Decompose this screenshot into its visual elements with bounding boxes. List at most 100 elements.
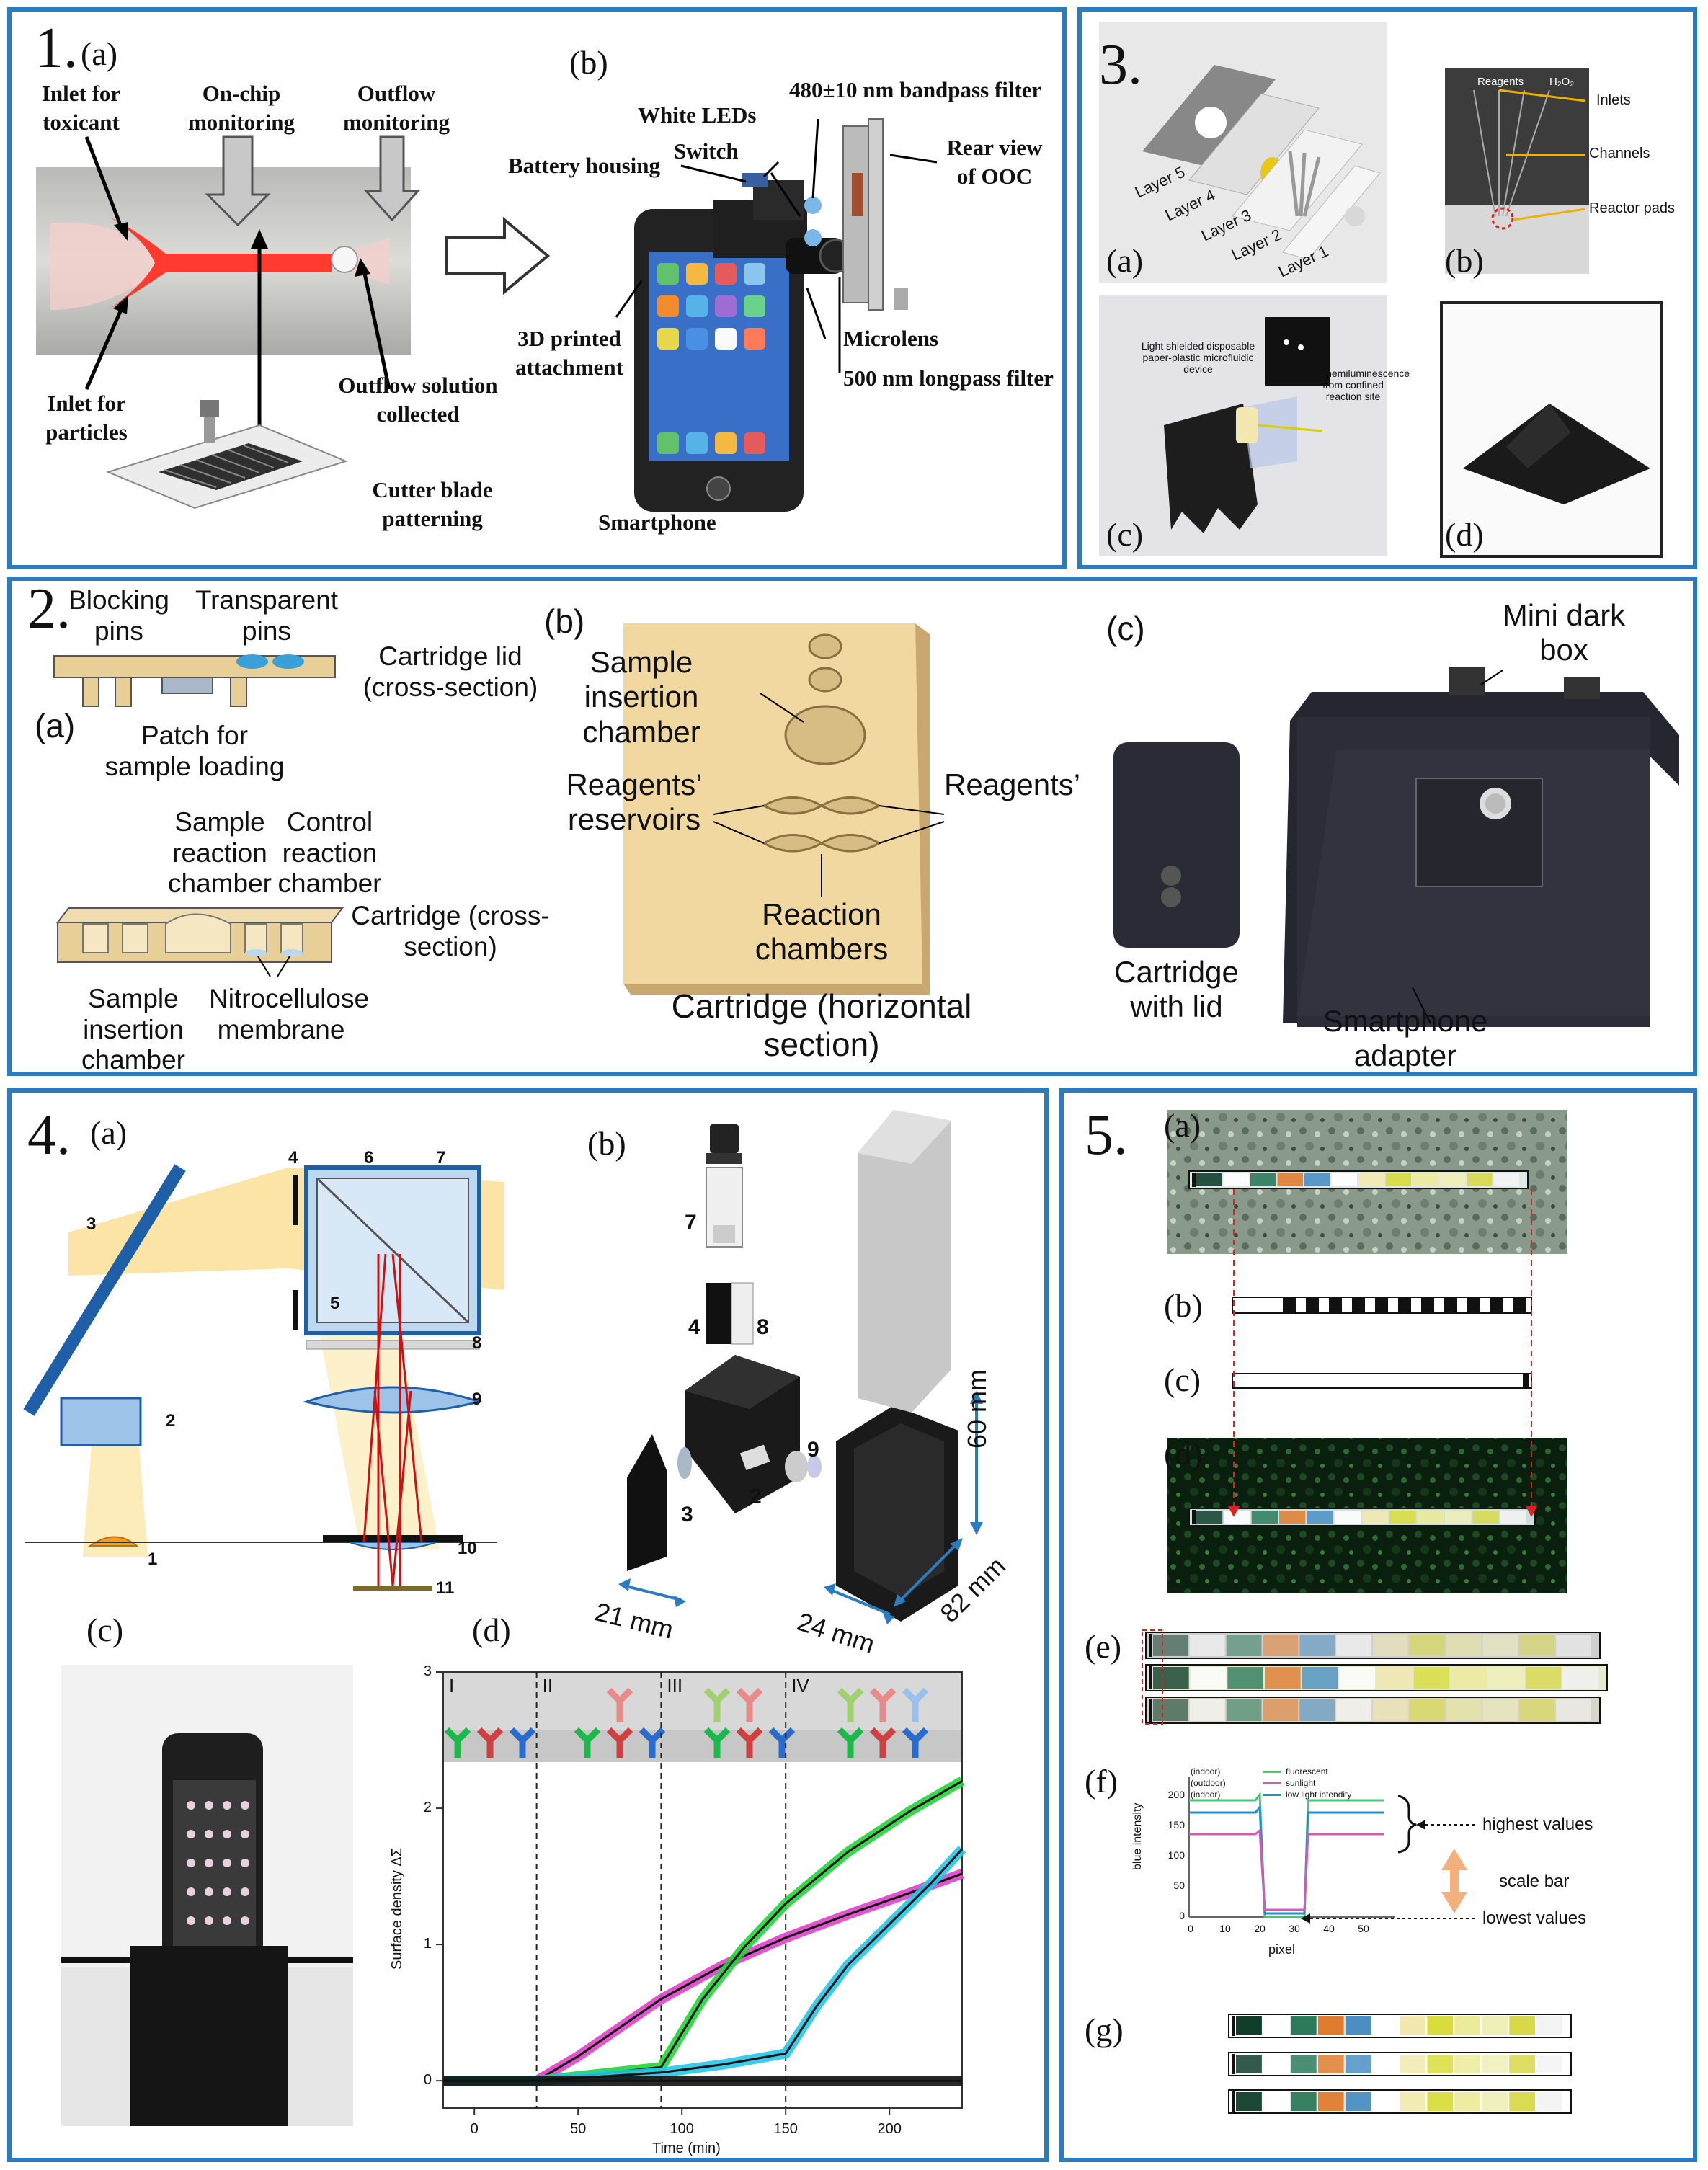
label-inlet-toxicant: Inlet for toxicant (41, 81, 121, 135)
intensity-ytick: 0 (1179, 1910, 1185, 1921)
chart-xlabel: Time (min) (652, 2140, 721, 2156)
intensity-ytick: 200 (1167, 1789, 1185, 1800)
label-sample-insertion-b: Sample insertion chamber (582, 645, 700, 749)
panel-2-label-b: (b) (544, 602, 585, 640)
stage-label-III: III (667, 1675, 683, 1697)
panel-5-label-f: (f) (1085, 1763, 1118, 1800)
label-highest-values: highest values (1482, 1815, 1593, 1834)
intensity-xlabel: pixel (1268, 1942, 1296, 1957)
panel-2-label-c: (c) (1106, 610, 1145, 647)
intensity-ytick: 50 (1173, 1880, 1185, 1891)
panel-4-label-d: (d) (472, 1611, 511, 1648)
legend-swatch (1263, 1771, 1281, 1774)
stage-label-II: II (542, 1675, 553, 1697)
chart-ylabel: Surface density ΔΣ (389, 1847, 405, 1970)
panel-4-number: 4. (27, 1103, 71, 1167)
label-white-leds: White LEDs (638, 102, 757, 128)
label-inlet-particles: Inlet for particles (45, 391, 128, 445)
exploded-label-2: 2 (750, 1485, 762, 1508)
label-rear-view: Rear view of OOC (946, 135, 1043, 190)
label-reagents-left: Reagents’ reservoirs (566, 768, 703, 837)
panel-4-label-a: (a) (90, 1114, 128, 1151)
panel-1-label-b: (b) (569, 44, 608, 81)
y-tick-label: 2 (423, 1800, 432, 1816)
label-480-filter: 480±10 nm bandpass filter (789, 77, 1042, 102)
label-battery-housing: Battery housing (508, 153, 660, 178)
label-sample-insertion-a: Sample insertion chamber (81, 984, 185, 1075)
label-channels: Channels (1589, 146, 1650, 161)
intensity-xtick: 20 (1254, 1923, 1266, 1934)
intensity-xtick: 50 (1358, 1923, 1369, 1934)
panel-4 (7, 1088, 1049, 2162)
intensity-xtick: 10 (1219, 1923, 1231, 1934)
label-cutter-blade: Cutter blade patterning (372, 477, 493, 532)
optics-label-10: 10 (458, 1539, 477, 1558)
optics-label-2: 2 (166, 1411, 176, 1431)
label-cartridge-cross-section: Cartridge (cross-section) (351, 901, 550, 961)
x-tick-label: 200 (877, 2121, 902, 2137)
panel-5-label-e: (e) (1085, 1628, 1122, 1665)
label-smartphone: Smartphone (598, 510, 716, 535)
panel-3-label-a: (a) (1106, 242, 1144, 279)
panel-5-label-b: (b) (1164, 1287, 1203, 1324)
exploded-label-8: 8 (757, 1315, 769, 1339)
x-tick-label: 0 (470, 2121, 479, 2137)
intensity-xtick: 0 (1188, 1923, 1193, 1934)
label-outflow-solution: Outflow solution collected (338, 373, 498, 427)
panel-5-label-a: (a) (1164, 1107, 1201, 1144)
y-tick-label: 3 (423, 1663, 432, 1679)
panel-4-label-c: (c) (86, 1611, 124, 1648)
legend-name: low light intendity (1286, 1789, 1352, 1800)
intensity-xtick: 30 (1289, 1923, 1300, 1934)
dim-60mm: 60 mm (962, 1369, 992, 1449)
label-nitrocellulose: Nitrocellulose membrane (209, 984, 370, 1044)
label-reaction-chambers: Reaction chambers (755, 897, 889, 966)
y-tick-label: 0 (423, 2072, 432, 2089)
label-cartridge-with-lid: Cartridge with lid (1114, 955, 1239, 1024)
intensity-ylabel: blue intensity (1131, 1802, 1144, 1870)
label-reagents: Reagents (1477, 76, 1524, 88)
y-tick-label: 1 (423, 1936, 432, 1952)
label-lowest-values: lowest values (1482, 1908, 1587, 1928)
x-tick-label: 150 (773, 2121, 798, 2137)
legend-condition: (indoor) (1191, 1766, 1221, 1777)
label-control-reaction: Control reaction chamber (277, 807, 382, 899)
intensity-ytick: 150 (1167, 1819, 1185, 1831)
label-500-longpass: 500 nm longpass filter (843, 365, 1054, 391)
label-inlets: Inlets (1596, 92, 1631, 108)
label-reagents-right: Reagents’ reservoirs (944, 768, 1088, 801)
label-reactor-pads: Reactor pads (1589, 200, 1675, 216)
label-onchip-monitoring: On-chip monitoring (187, 81, 295, 135)
exploded-label-7: 7 (685, 1211, 697, 1235)
label-scale-bar: scale bar (1499, 1872, 1570, 1891)
stage-label-IV: IV (791, 1675, 809, 1697)
legend-condition: (outdoor) (1191, 1778, 1226, 1788)
exploded-label-9: 9 (807, 1438, 819, 1462)
panel-5-label-d: (d) (1164, 1435, 1203, 1472)
panel-3-label-d: (d) (1445, 516, 1484, 553)
legend-row: (outdoor)sunlight (1191, 1777, 1351, 1789)
legend-swatch (1263, 1782, 1281, 1785)
intensity-ytick: 100 (1167, 1849, 1185, 1861)
panel-5-label-c: (c) (1164, 1361, 1201, 1398)
label-outflow-monitoring: Outflow monitoring (342, 81, 450, 135)
label-transparent-pins: Transparent pins (195, 585, 339, 646)
label-h2o2: H₂O₂ (1549, 76, 1575, 88)
optics-label-11: 11 (436, 1578, 455, 1598)
panel-2-label-a: (a) (35, 707, 76, 744)
x-tick-label: 50 (570, 2121, 587, 2137)
panel-1-number: 1. (35, 17, 78, 80)
label-3d-printed: 3D printed attachment (515, 326, 623, 381)
optics-label-6: 6 (364, 1148, 374, 1168)
label-switch: Switch (674, 138, 739, 164)
label-mini-dark-box: Mini dark box (1502, 598, 1626, 667)
panel-3-label-c: (c) (1106, 516, 1144, 553)
optics-label-9: 9 (472, 1389, 482, 1409)
label-smartphone-adapter: Smartphone adapter (1322, 1004, 1488, 1073)
optics-label-5: 5 (330, 1294, 340, 1313)
panel-3-label-b: (b) (1445, 242, 1484, 279)
label-cartridge-lid: Cartridge lid (cross-section) (362, 641, 538, 702)
exploded-label-3: 3 (681, 1503, 693, 1526)
stage-label-I: I (449, 1675, 455, 1697)
optics-label-8: 8 (472, 1333, 482, 1353)
